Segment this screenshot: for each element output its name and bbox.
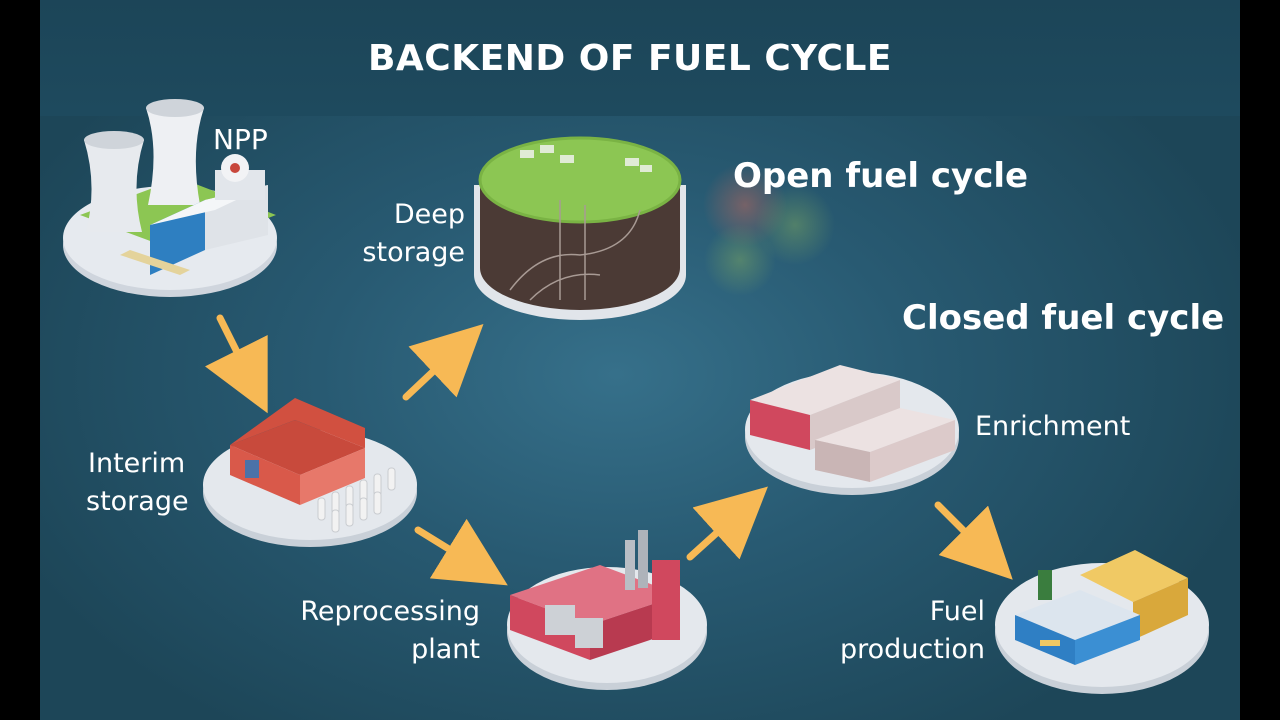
- npp-illustration: [63, 99, 277, 297]
- reprocessing-plant-label-line1: Reprocessing: [300, 596, 480, 627]
- fuel-production-label-line2: production: [840, 634, 985, 665]
- open-fuel-cycle-label: Open fuel cycle: [733, 156, 1029, 196]
- arrow-interim-to-reprocessing: [414, 518, 508, 586]
- deep-storage-label-line2: storage: [362, 237, 465, 268]
- enrichment-label: Enrichment: [975, 411, 1131, 442]
- deep-storage-illustration: [474, 136, 686, 320]
- arrow-enrichment-to-fuel: [934, 501, 1013, 580]
- deep-storage-label-line1: Deep: [393, 199, 465, 230]
- reprocessing-plant-illustration: [507, 530, 707, 690]
- arrow-interim-to-deep: [402, 323, 484, 401]
- background-glow: [703, 163, 835, 296]
- title-bar: [40, 0, 1240, 116]
- diagram-canvas: BACKEND OF FUEL CYCLE NPP Deep storage O…: [40, 0, 1240, 720]
- npp-label: NPP: [213, 123, 268, 156]
- closed-fuel-cycle-label: Closed fuel cycle: [902, 298, 1225, 338]
- flow-arrows: [205, 314, 1013, 586]
- diagram-title: BACKEND OF FUEL CYCLE: [367, 38, 893, 79]
- interim-storage-label-line1: Interim: [88, 448, 186, 479]
- arrow-npp-to-interim: [205, 314, 268, 414]
- fuel-production-label-line1: Fuel: [929, 596, 985, 627]
- interim-storage-illustration: [203, 398, 417, 547]
- enrichment-illustration: [745, 365, 959, 495]
- reprocessing-plant-label-line2: plant: [411, 634, 480, 665]
- arrow-reprocessing-to-enrichment: [686, 486, 768, 561]
- diagram-graphics: [63, 99, 1209, 694]
- interim-storage-label-line2: storage: [86, 486, 189, 517]
- fuel-production-illustration: [995, 550, 1209, 694]
